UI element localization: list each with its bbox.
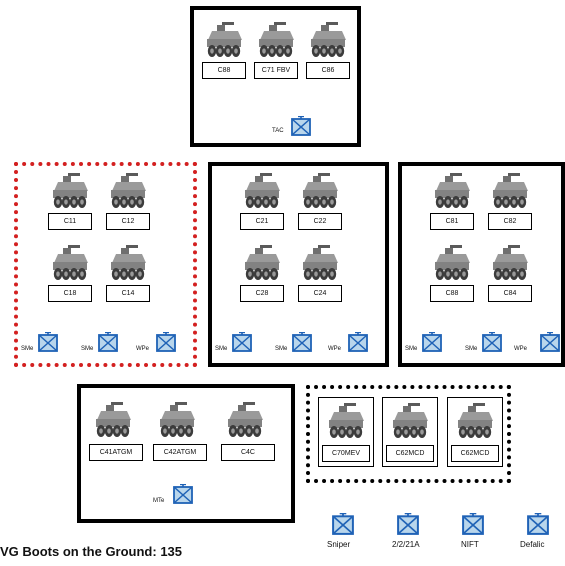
support-group: C70MEV C62MCD C62MCD [306,385,511,483]
vehicle-icon [308,20,348,60]
vehicle-label: C21 [240,213,284,230]
weapons-group: C41ATGM C42ATGM C4C MTe [77,384,295,523]
unit-symbol-label: WPe [328,346,342,352]
platoon-1-group: C11 C12 C18 C14 SMe SMe WPe [14,162,197,367]
vehicle-icon [455,401,495,441]
vehicle-label: C86 [306,62,350,79]
vehicle-label: C82 [488,213,532,230]
vehicle-label: C62MCD [386,445,434,462]
platoon-2-group: C21 C22 C28 C24 SMe SMe WPe [208,162,389,367]
vehicle-icon [93,400,133,440]
vehicle-label: C24 [298,285,342,302]
vehicle-label: C4C [221,444,275,461]
vehicle-label: C84 [488,285,532,302]
unit-symbol-label: SMe [215,346,228,352]
vehicle-label: C41ATGM [89,444,143,461]
infantry-unit-icon [482,332,502,352]
unit-symbol-label: WPe [514,346,528,352]
vehicle-icon [157,400,197,440]
unit-symbol-label: SMe [21,346,34,352]
vehicle-label: C18 [48,285,92,302]
vehicle-label: C14 [106,285,150,302]
vehicle-icon [300,243,340,283]
infantry-unit-icon [156,332,176,352]
infantry-unit-icon [348,332,368,352]
vehicle-icon [490,171,530,211]
unit-symbol-label: WPe [136,346,150,352]
vehicle-icon [108,171,148,211]
vehicle-label: C62MCD [451,445,499,462]
unit-symbol-label: SMe [275,346,288,352]
vehicle-icon [432,171,472,211]
vehicle-icon [490,243,530,283]
infantry-unit-icon [232,332,252,352]
infantry-unit-icon [291,116,311,136]
infantry-unit-icon [332,512,354,536]
unit-symbol-label: TAC [272,128,284,134]
platoon-3-group: C81 C82 C88 C84 SMe SMe WPe [398,162,565,367]
vehicle-label: C12 [106,213,150,230]
infantry-unit-icon [173,484,193,504]
vehicle-icon [326,401,366,441]
vehicle-icon [108,243,148,283]
vehicle-icon [225,400,265,440]
vehicle-label: C11 [48,213,92,230]
vehicle-icon [50,171,90,211]
unit-symbol-label: MTe [153,498,165,504]
legend-label: Defalic [520,540,545,549]
legend-label: NIFT [461,540,479,549]
boots-on-ground-count: VG Boots on the Ground: 135 [0,544,183,559]
unit-symbol-label: SMe [81,346,94,352]
legend-label: Sniper [327,540,351,549]
vehicle-icon [242,171,282,211]
unit-symbol-label: SMe [405,346,418,352]
vehicle-label: C70MEV [322,445,370,462]
vehicle-label: C22 [298,213,342,230]
infantry-unit-icon [540,332,560,352]
vehicle-label: C71 FBV [254,62,298,79]
infantry-unit-icon [98,332,118,352]
infantry-unit-icon [397,512,419,536]
vehicle-icon [50,243,90,283]
vehicle-icon [204,20,244,60]
vehicle-icon [390,401,430,441]
vehicle-icon [300,171,340,211]
infantry-unit-icon [527,512,549,536]
vehicle-label: C88 [430,285,474,302]
vehicle-icon [256,20,296,60]
hq-group: C88 C71 FBV C86 TAC [190,6,361,147]
legend-label: 2/2/21A [392,540,420,549]
vehicle-icon [242,243,282,283]
vehicle-icon [432,243,472,283]
infantry-unit-icon [462,512,484,536]
vehicle-label: C88 [202,62,246,79]
infantry-unit-icon [292,332,312,352]
vehicle-label: C81 [430,213,474,230]
vehicle-label: C28 [240,285,284,302]
infantry-unit-icon [422,332,442,352]
infantry-unit-icon [38,332,58,352]
vehicle-label: C42ATGM [153,444,207,461]
unit-symbol-label: SMe [465,346,478,352]
